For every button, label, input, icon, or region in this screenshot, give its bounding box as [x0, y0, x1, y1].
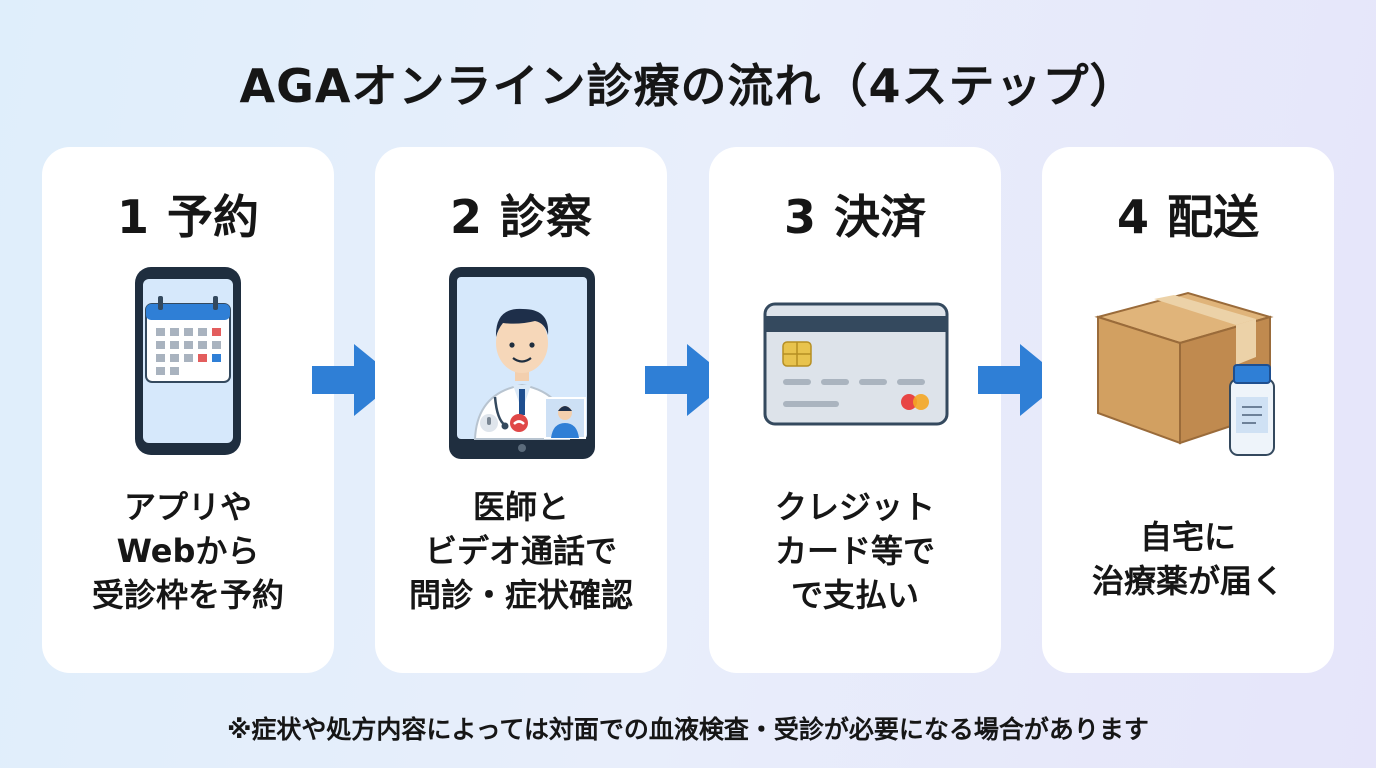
- step-label: 診察: [500, 190, 592, 244]
- step-label: 配送: [1167, 190, 1259, 244]
- smartphone-calendar-icon: [135, 267, 241, 455]
- step-heading: 3 決済: [709, 181, 1001, 247]
- step-number: 4: [1116, 190, 1149, 244]
- step-description: アプリや Webから 受診枠を予約: [42, 485, 334, 617]
- step-description-line: 治療薬が届く: [1091, 562, 1284, 600]
- right-arrow-icon: [312, 344, 398, 416]
- step-description-line: 医師と: [472, 488, 569, 526]
- step-label: 決済: [834, 190, 926, 244]
- step-heading: 1 予約: [42, 181, 334, 247]
- step-number: 2: [449, 190, 482, 244]
- footnote: ※症状や処方内容によっては対面での血液検査・受診が必要になる場合があります: [227, 715, 1149, 744]
- step-description: クレジット カード等で で支払い: [709, 485, 1001, 617]
- package-medicine-bottle-icon: [1094, 291, 1275, 456]
- step-card-delivery: 4 配送 自宅に 治療薬が届く: [1042, 147, 1334, 673]
- step-description-line: Webから: [116, 532, 260, 570]
- step-description-line: カード等で: [774, 532, 935, 570]
- step-heading: 4 配送: [1042, 181, 1334, 247]
- step-description-line: アプリや: [123, 488, 252, 526]
- step-description-line: で支払い: [790, 576, 919, 614]
- step-description-line: 受診枠を予約: [91, 576, 284, 614]
- step-card-consultation: 2 診察 医師と ビデオ通話で 問診・症状確認: [375, 147, 667, 673]
- step-description-line: 自宅に: [1139, 518, 1236, 556]
- page-title: AGAオンライン診療の流れ（4ステップ）: [239, 59, 1137, 113]
- right-arrow-icon: [978, 344, 1064, 416]
- step-description-line: 問診・症状確認: [408, 576, 633, 614]
- step-heading: 2 診察: [375, 181, 667, 247]
- right-arrow-icon: [645, 344, 731, 416]
- credit-card-icon: [763, 302, 949, 426]
- step-description-line: クレジット: [774, 488, 935, 526]
- step-number: 3: [783, 190, 816, 244]
- step-card-reserve: 1 予約 アプリや Webから 受診枠を予約: [42, 147, 334, 673]
- step-description-line: ビデオ通話で: [424, 532, 617, 570]
- step-card-payment: 3 決済 クレジット カード等で で支払い: [709, 147, 1001, 673]
- step-description: 自宅に 治療薬が届く: [1042, 515, 1334, 603]
- step-description: 医師と ビデオ通話で 問診・症状確認: [375, 485, 667, 617]
- step-number: 1: [116, 190, 149, 244]
- step-label: 予約: [167, 190, 259, 244]
- tablet-video-call-doctor-icon: [449, 267, 595, 459]
